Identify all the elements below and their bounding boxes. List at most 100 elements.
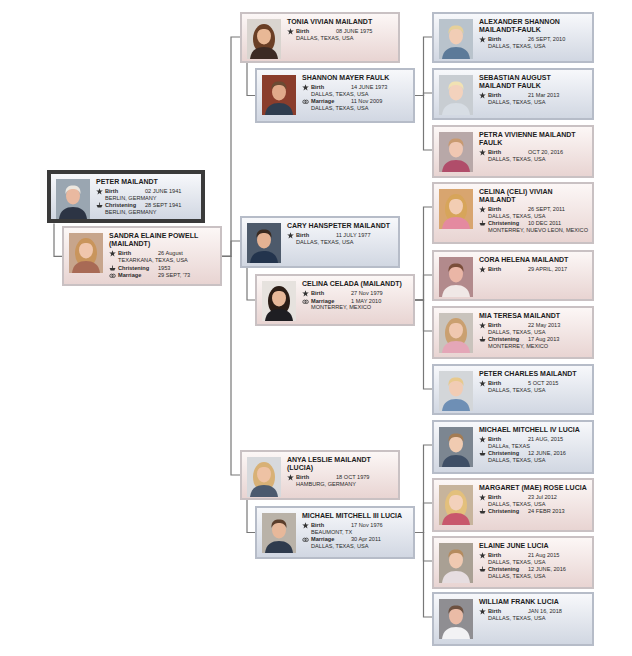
event-label: Birth bbox=[488, 36, 528, 43]
person-card: MARGARET (MAE) ROSE LUCIABirth23 Jul 201… bbox=[432, 478, 594, 532]
event-label: Christening bbox=[488, 336, 528, 343]
event-place: DALLAs, TEXAS bbox=[488, 443, 589, 450]
event-date: 22 May 2013 bbox=[528, 322, 560, 329]
event-place: BEAUMONT, TX bbox=[311, 529, 410, 536]
event-label: Christening bbox=[488, 508, 528, 515]
family-connector bbox=[415, 275, 432, 300]
event-date: 5 OCT 2015 bbox=[528, 380, 558, 387]
person-card: TONIA VIVIAN MAILANDTBirth08 JUNE 1975DA… bbox=[240, 12, 400, 63]
portrait-photo bbox=[439, 75, 473, 115]
event-row: Birth26 SEPT, 2010DALLAS, TEXAS, USA bbox=[479, 36, 589, 49]
event-date: 29 SEPT, '73 bbox=[158, 272, 190, 279]
event-label: Birth bbox=[296, 474, 336, 481]
birth-icon bbox=[479, 322, 486, 329]
event-date: 1 MAY 2010 bbox=[351, 298, 381, 305]
event-label: Birth bbox=[488, 608, 528, 615]
event-date: 21 AUG, 2015 bbox=[528, 436, 563, 443]
event-date: 27 Nov 1979 bbox=[351, 290, 383, 297]
event-row: Christening12 JUNE, 2016DALLAS, TEXAS, U… bbox=[479, 450, 589, 463]
marriage-icon bbox=[109, 272, 116, 279]
event-label: Marriage bbox=[311, 536, 351, 543]
portrait-photo bbox=[262, 281, 296, 321]
family-connector bbox=[247, 268, 255, 300]
event-date: 23 Jul 2012 bbox=[528, 494, 557, 501]
event-row: Birth21 Aug 2015DALLAS, TEXAS, USA bbox=[479, 552, 589, 565]
event-label: Birth bbox=[488, 552, 528, 559]
event-label: Birth bbox=[488, 494, 528, 501]
event-row: Marriage30 Apr 2011DALLAS, TEXAS, USA bbox=[302, 536, 410, 549]
person-card: CORA HELENA MAILANDTBirth29 APRIL, 2017 bbox=[432, 250, 594, 301]
event-place: DALLAS, TEXAS, USA bbox=[488, 156, 589, 163]
christening-icon bbox=[479, 220, 486, 227]
christening-icon bbox=[479, 450, 486, 457]
person-card: CELINA (CELI) VIVIAN MAILANDTBirth26 SEP… bbox=[432, 182, 594, 244]
event-date: 21 Mar 2013 bbox=[528, 92, 559, 99]
portrait-photo bbox=[247, 223, 281, 263]
event-label: Christening bbox=[488, 220, 528, 227]
family-connector bbox=[415, 533, 432, 618]
event-date: 11 Nov 2009 bbox=[351, 98, 382, 105]
event-place: DALLAS, TEXAS, USA bbox=[488, 573, 589, 580]
person-card: CARY HANSPETER MAILANDTBirth11 JULY 1977… bbox=[240, 216, 400, 268]
portrait-photo bbox=[439, 599, 473, 639]
event-label: Birth bbox=[488, 206, 528, 213]
portrait-photo bbox=[439, 189, 473, 229]
person-name: ALEXANDER SHANNON MAILANDT-FAULK bbox=[479, 18, 589, 34]
event-row: Christening1953 bbox=[109, 265, 217, 272]
event-row: Birth18 OCT 1979HAMBURG, GERMANY bbox=[287, 474, 395, 487]
person-card: ANYA LESLIE MAILANDT (LUCIA)Birth18 OCT … bbox=[240, 450, 400, 500]
family-connector bbox=[247, 500, 255, 533]
birth-icon bbox=[479, 36, 486, 43]
event-row: Birth26 AugustTEXARKANA, TEXAS, USA bbox=[109, 250, 217, 263]
event-place: HAMBURG, GERMANY bbox=[296, 481, 395, 488]
family-connector bbox=[415, 300, 432, 389]
person-name: WILLIAM FRANK LUCIA bbox=[479, 598, 589, 606]
portrait-photo bbox=[262, 513, 296, 553]
portrait-photo bbox=[247, 19, 281, 59]
event-date: 26 SEPT, 2010 bbox=[528, 36, 565, 43]
person-card: PETER CHARLES MAILANDT Birth5 OCT 2015DAL… bbox=[432, 364, 594, 415]
event-date: 21 Aug 2015 bbox=[528, 552, 559, 559]
person-name: PETRA VIVIENNE MAILANDT FAULK bbox=[479, 131, 589, 147]
family-connector bbox=[222, 37, 240, 256]
event-place: MONTERREY, MEXICO bbox=[488, 343, 589, 350]
event-row: Birth5 OCT 2015DALLAS, TEXAS, USA bbox=[479, 380, 589, 393]
event-row: Birth17 Nov 1976BEAUMONT, TX bbox=[302, 522, 410, 535]
event-place: DALLAS, TEXAS, USA bbox=[296, 35, 395, 42]
person-name: CELINA (CELI) VIVIAN MAILANDT bbox=[479, 188, 589, 204]
event-row: Birth29 APRIL, 2017 bbox=[479, 266, 589, 273]
event-place: DALLAS, TEXAS, USA bbox=[488, 457, 589, 464]
person-name: PETER MAILANDT bbox=[96, 178, 198, 186]
portrait-photo bbox=[262, 75, 296, 115]
portrait-photo bbox=[439, 257, 473, 297]
person-card: MICHAEL MITCHELL IV LUCIABirth21 AUG, 20… bbox=[432, 420, 594, 474]
event-row: Birth23 Jul 2012DALLAS, TEXAS, USA bbox=[479, 494, 589, 507]
event-row: BirthOCT 20, 2016DALLAS, TEXAS, USA bbox=[479, 149, 589, 162]
event-place: DALLAS, TEXAS, USA bbox=[488, 615, 589, 622]
event-date: 08 JUNE 1975 bbox=[336, 28, 372, 35]
event-date: 12 JUNE, 2016 bbox=[528, 566, 566, 573]
event-row: Christening17 Aug 2013MONTERREY, MEXICO bbox=[479, 336, 589, 349]
marriage-icon bbox=[302, 536, 309, 543]
event-place: BERLIN, GERMANY bbox=[105, 195, 198, 202]
family-connector bbox=[415, 96, 432, 151]
christening-icon bbox=[479, 566, 486, 573]
birth-icon bbox=[287, 28, 294, 35]
person-name: MICHAEL MITCHELL III LUCIA bbox=[302, 512, 410, 520]
family-connector bbox=[222, 241, 240, 256]
event-label: Christening bbox=[105, 202, 145, 209]
event-place: TEXARKANA, TEXAS, USA bbox=[118, 257, 217, 264]
event-label: Birth bbox=[296, 232, 336, 239]
family-connector bbox=[247, 63, 255, 96]
event-place: MONTERREY, MEXICO bbox=[311, 304, 410, 311]
event-row: Christening24 FEBR 2013 bbox=[479, 508, 589, 515]
event-place: DALLAS, TEXAS, USA bbox=[488, 329, 589, 336]
event-label: Birth bbox=[488, 92, 528, 99]
person-card: ELAINE JUNE LUCIABirth21 Aug 2015DALLAS,… bbox=[432, 536, 594, 589]
event-place: DALLAS, TEXAS, USA bbox=[311, 543, 410, 550]
person-name: PETER CHARLES MAILANDT bbox=[479, 370, 589, 378]
person-name: TONIA VIVIAN MAILANDT bbox=[287, 18, 395, 26]
family-connector bbox=[54, 223, 62, 256]
portrait-photo bbox=[439, 19, 473, 59]
event-row: Christening12 JUNE, 2016DALLAS, TEXAS, U… bbox=[479, 566, 589, 579]
